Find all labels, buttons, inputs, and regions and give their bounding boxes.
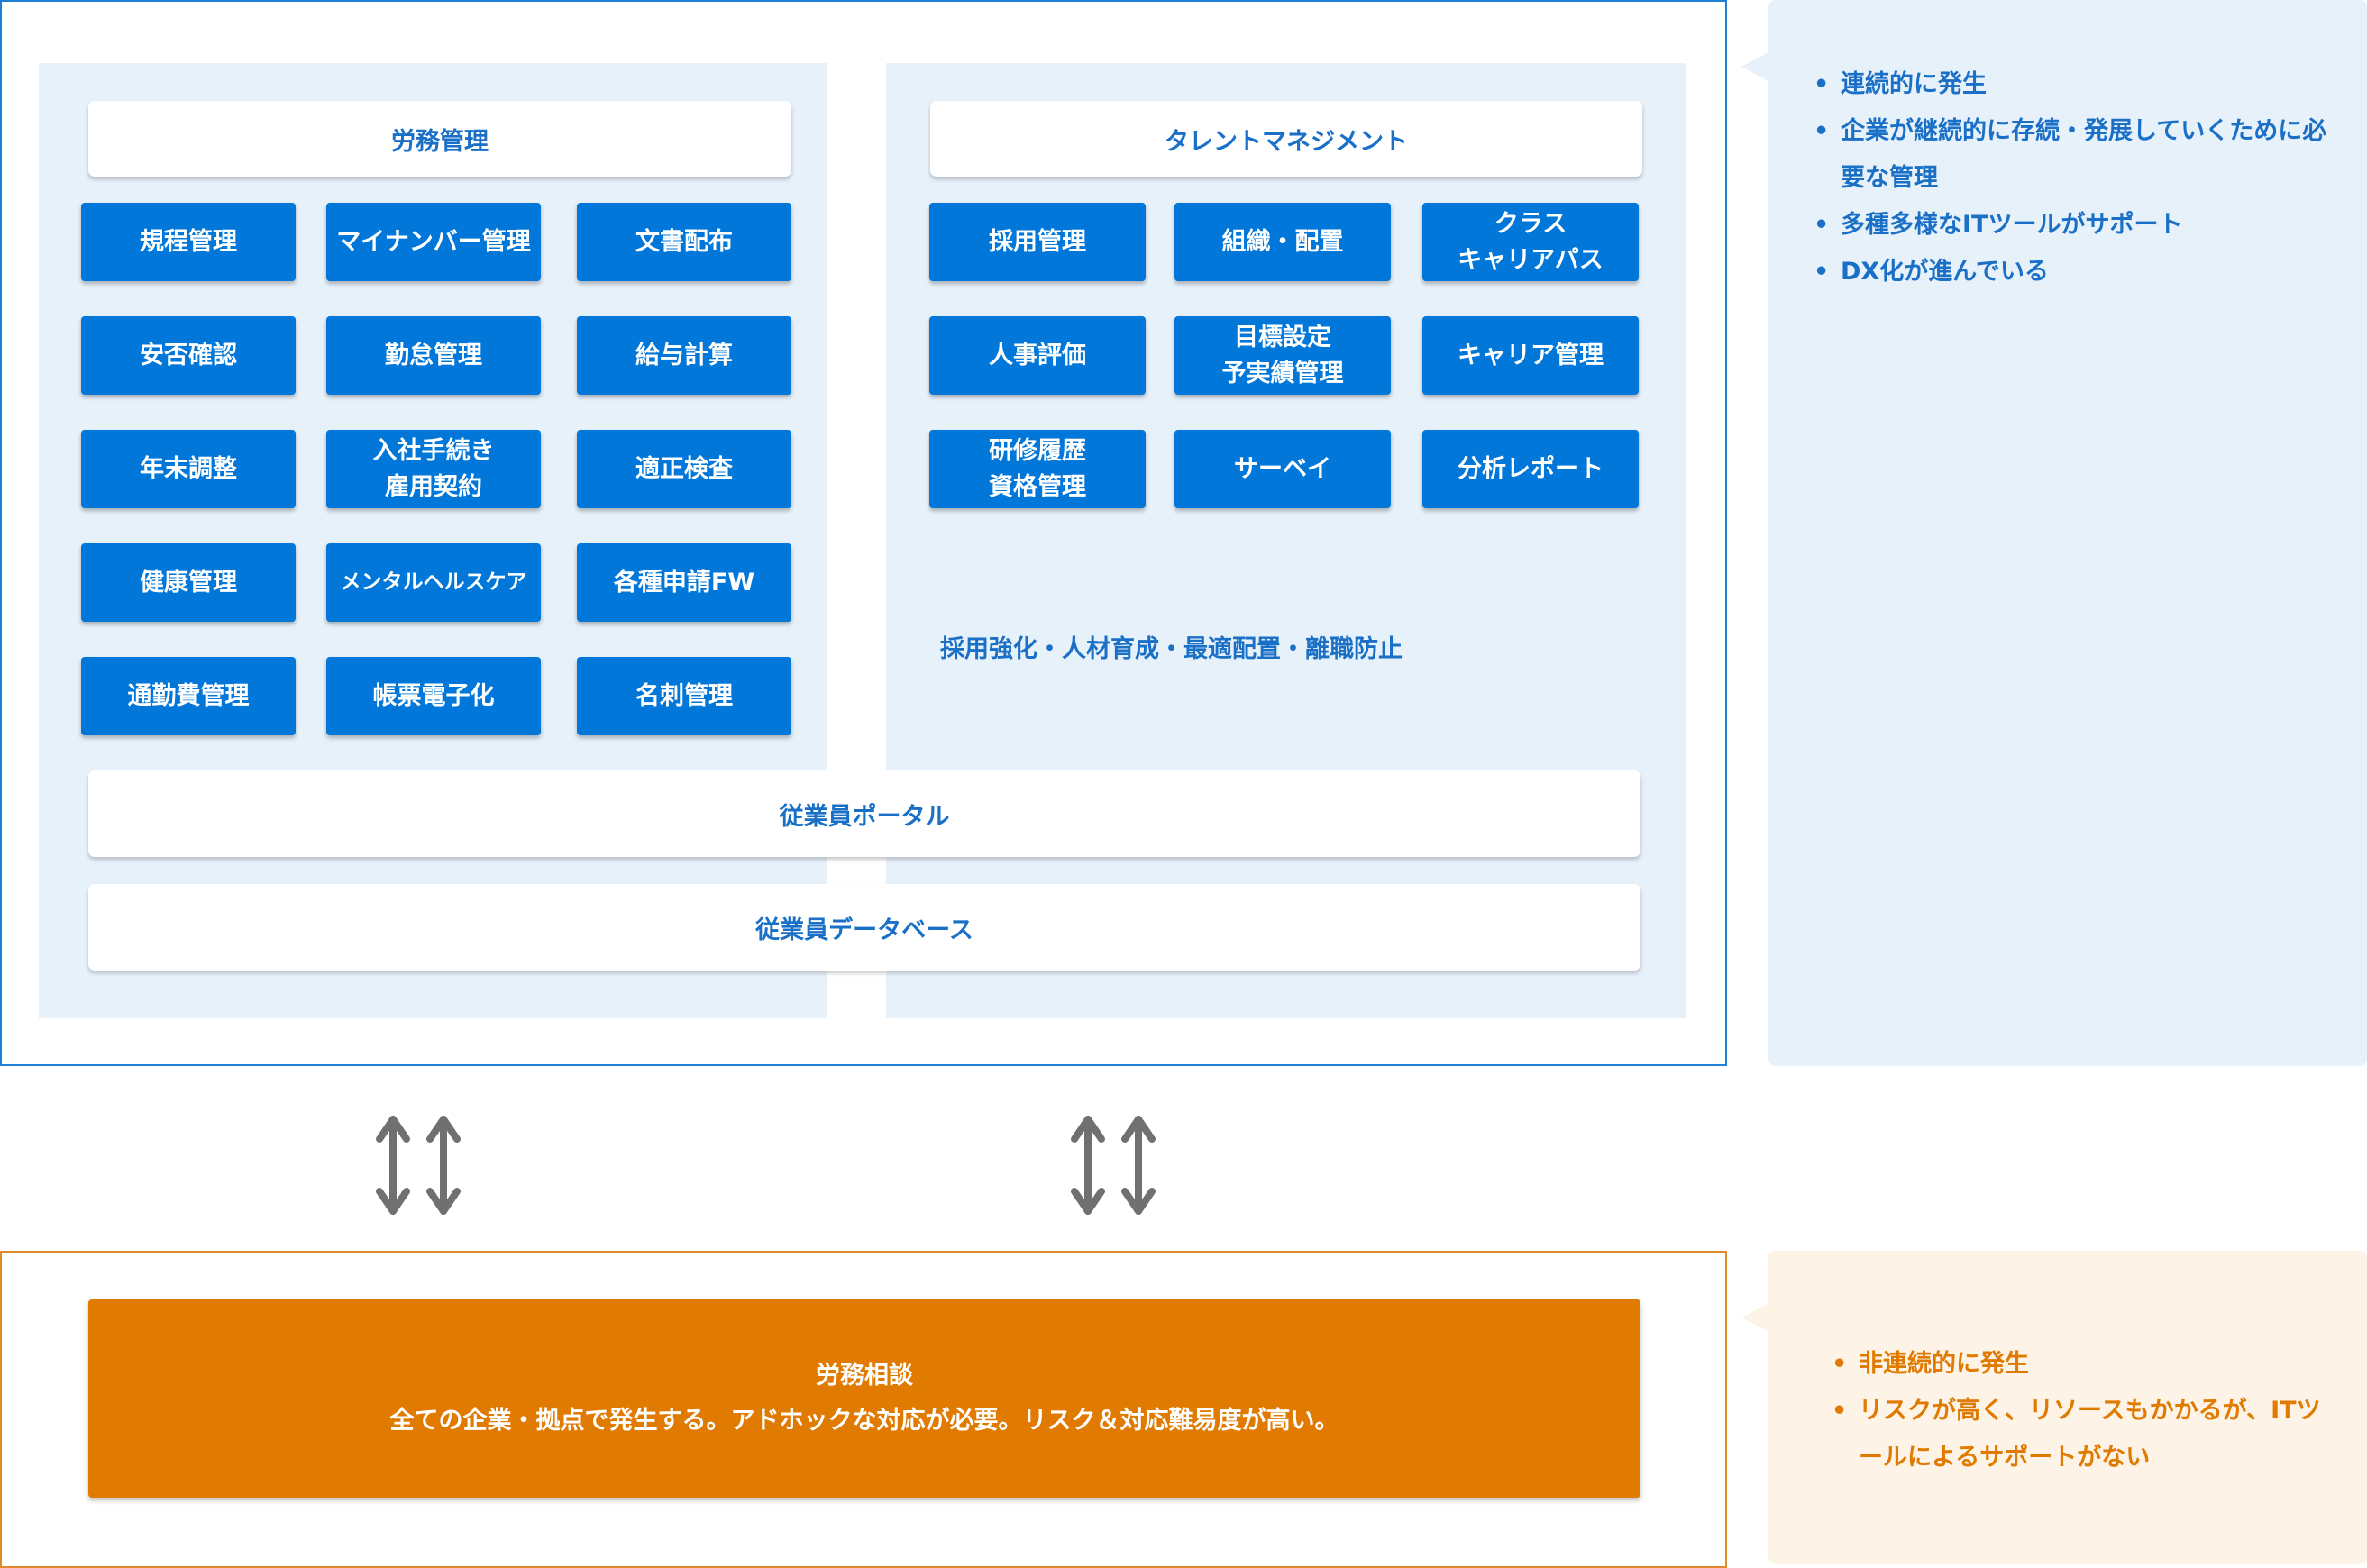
talent-item-class-career-path[interactable]: クラス キャリアパス: [1422, 203, 1639, 281]
talent-management-title: タレントマネジメント: [930, 101, 1642, 177]
talent-item-goal-setting[interactable]: 目標設定 予実績管理: [1174, 316, 1391, 395]
employee-portal[interactable]: 従業員ポータル: [88, 770, 1640, 857]
labor-item-safety-check[interactable]: 安否確認: [81, 316, 296, 395]
labor-item-aptitude-test[interactable]: 適正検査: [577, 430, 791, 508]
labor-item-payroll[interactable]: 給与計算: [577, 316, 791, 395]
bottom-note-pointer: [1741, 1303, 1768, 1332]
bottom-note-item: リスクが高く、リソースもかかるが、ITツールによるサポートがない: [1832, 1388, 2336, 1481]
labor-item-health[interactable]: 健康管理: [81, 543, 296, 622]
top-note-item: 企業が継続的に存続・発展していくために必要な管理: [1814, 108, 2336, 202]
labor-item-document-distribution[interactable]: 文書配布: [577, 203, 791, 281]
talent-item-career-management[interactable]: キャリア管理: [1422, 316, 1639, 395]
bottom-side-note: 非連続的に発生 リスクが高く、リソースもかかるが、ITツールによるサポートがない: [1768, 1251, 2367, 1564]
talent-item-training-qualifications[interactable]: 研修履歴 資格管理: [929, 430, 1146, 508]
labor-consultation-title: 労務相談: [816, 1362, 913, 1390]
top-note-item: 連続的に発生: [1814, 61, 2336, 108]
talent-item-survey[interactable]: サーベイ: [1174, 430, 1391, 508]
talent-item-org-placement[interactable]: 組織・配置: [1174, 203, 1391, 281]
labor-item-e-forms[interactable]: 帳票電子化: [326, 657, 541, 735]
top-side-note: 連続的に発生 企業が継続的に存続・発展していくために必要な管理 多種多様なITツ…: [1768, 0, 2367, 1066]
talent-management-goals: 採用強化・人材育成・最適配置・離職防止: [940, 635, 1403, 663]
bottom-note-item: 非連続的に発生: [1832, 1341, 2336, 1388]
labor-consultation-box[interactable]: 労務相談 全ての企業・拠点で発生する。アドホックな対応が必要。リスク＆対応難易度…: [88, 1299, 1640, 1498]
double-arrow-icon: [1121, 1116, 1156, 1215]
labor-item-application-workflow[interactable]: 各種申請FW: [577, 543, 791, 622]
labor-item-commute-cost[interactable]: 通勤費管理: [81, 657, 296, 735]
talent-item-evaluation[interactable]: 人事評価: [929, 316, 1146, 395]
labor-management-title: 労務管理: [88, 101, 791, 177]
labor-item-rules[interactable]: 規程管理: [81, 203, 296, 281]
labor-item-business-cards[interactable]: 名刺管理: [577, 657, 791, 735]
labor-item-attendance[interactable]: 勤怠管理: [326, 316, 541, 395]
double-arrow-icon: [1071, 1116, 1105, 1215]
top-note-pointer: [1741, 52, 1768, 81]
top-note-item: 多種多様なITツールがサポート: [1814, 202, 2336, 249]
double-arrow-icon: [426, 1116, 461, 1215]
talent-item-recruiting[interactable]: 採用管理: [929, 203, 1146, 281]
double-arrow-icon: [376, 1116, 410, 1215]
labor-consultation-description: 全ての企業・拠点で発生する。アドホックな対応が必要。リスク＆対応難易度が高い。: [389, 1407, 1339, 1435]
labor-item-year-end-adjustment[interactable]: 年末調整: [81, 430, 296, 508]
employee-database[interactable]: 従業員データベース: [88, 884, 1640, 971]
labor-item-onboarding-contract[interactable]: 入社手続き 雇用契約: [326, 430, 541, 508]
talent-item-analytics-report[interactable]: 分析レポート: [1422, 430, 1639, 508]
labor-item-my-number[interactable]: マイナンバー管理: [326, 203, 541, 281]
top-note-item: DX化が進んでいる: [1814, 249, 2336, 296]
labor-item-mental-health[interactable]: メンタルヘルスケア: [326, 543, 541, 622]
